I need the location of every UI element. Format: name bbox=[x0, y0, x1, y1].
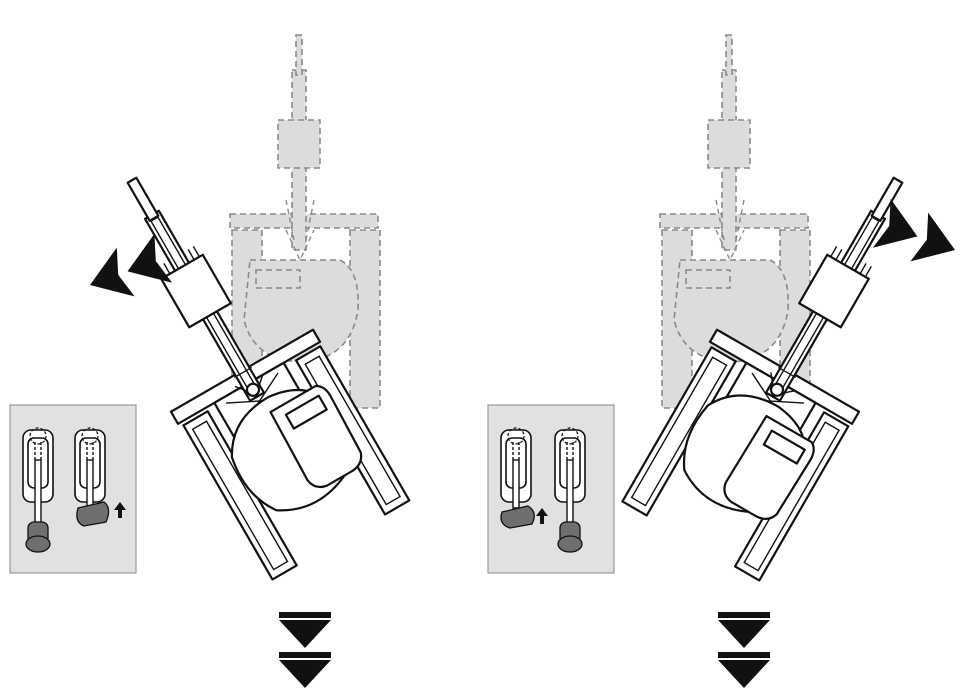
lever-panel-right bbox=[488, 405, 614, 573]
travel-arrow-left-icon bbox=[279, 612, 331, 688]
swing-arrow-left-icon bbox=[81, 234, 172, 310]
lever-panel-left bbox=[10, 405, 136, 573]
right-panel bbox=[488, 35, 961, 688]
travel-arrow-right-icon bbox=[718, 612, 770, 688]
lever-right-pushed-icon bbox=[75, 428, 109, 526]
left-panel bbox=[10, 35, 411, 688]
lever-left-pushed-icon bbox=[501, 428, 534, 528]
lever-right-neutral-icon bbox=[555, 428, 585, 552]
lever-left-neutral-icon bbox=[23, 428, 53, 552]
ghost-excavator-left bbox=[230, 35, 380, 408]
